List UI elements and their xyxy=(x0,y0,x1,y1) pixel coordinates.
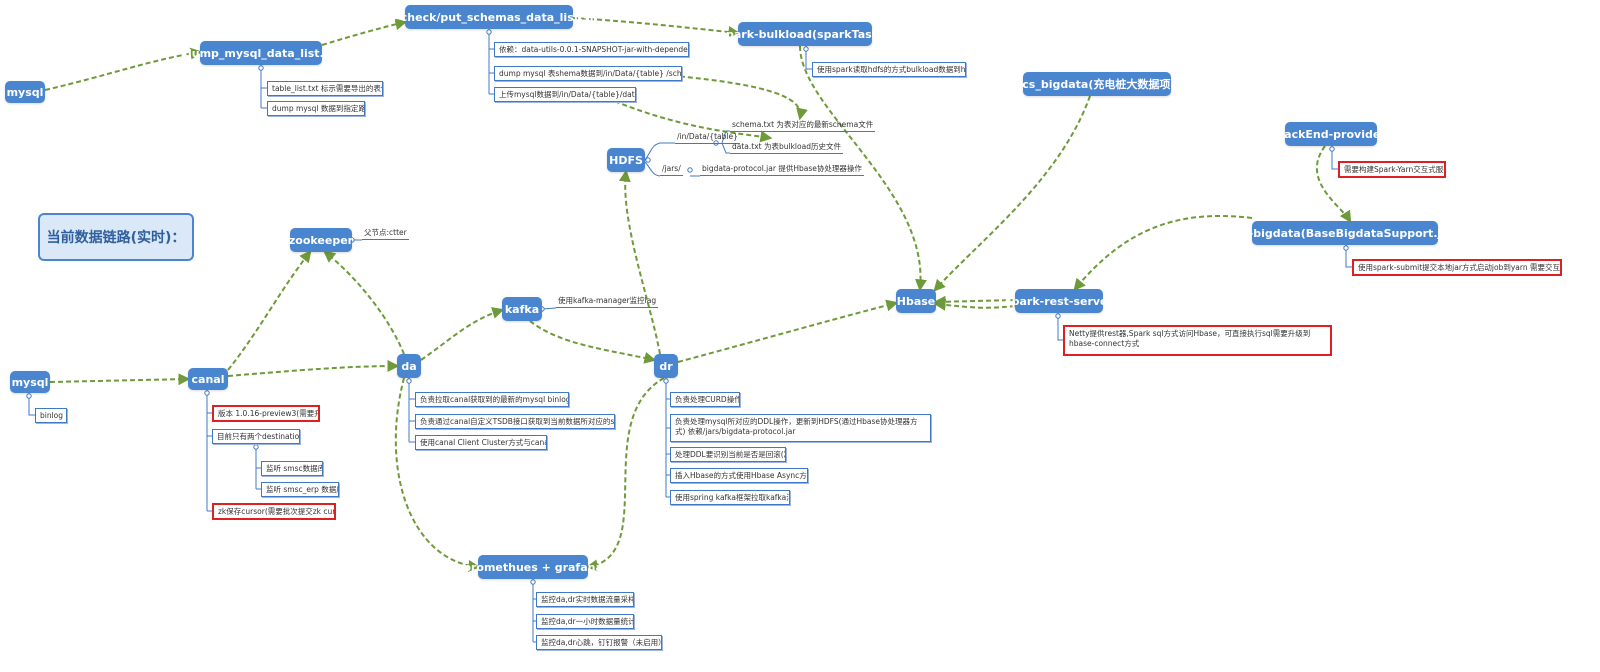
note-dr-ddl: 负责处理mysql所对应的DDL操作，更新到HDFS(通过Hbase协处理器方式… xyxy=(670,414,931,442)
tree-knob-7 xyxy=(204,390,210,396)
edge-evcs-to-hbase xyxy=(933,95,1091,292)
node-backend-provider[interactable]: backEnd-provider xyxy=(1276,122,1386,146)
node-hdfs[interactable]: HDFS xyxy=(607,148,645,172)
tree-knob-2 xyxy=(803,46,809,52)
tree-knob-11 xyxy=(530,579,536,585)
note-core-spark-submit: 使用spark-submit提交本地jar方式启动job到yarn 需要交互式方… xyxy=(1352,259,1562,276)
note-dump-schema: dump mysql 表shema数据到/in/Data/{table} /sc… xyxy=(494,66,682,81)
note-canal-version: 版本 1.0.16-preview3(需要升级) xyxy=(212,405,320,422)
tree-hdfs xyxy=(644,142,675,161)
note-canal-destinations: 目前只有两个destination xyxy=(212,429,300,444)
tree-knob-12 xyxy=(645,157,651,163)
note-dependency-jar: 依赖：data-utils-0.0.1-SNAPSHOT-jar-with-de… xyxy=(494,42,689,57)
label-hdfs-jars: /jars/ xyxy=(660,164,683,176)
note-prom-sampling: 监控da,dr实时数据流量采样 xyxy=(536,592,634,607)
note-da-tsdb-schema: 负责通过canal自定义TSDB接口获取到当前数据所对应的schema xyxy=(415,414,615,429)
note-listen-smsc: 监听 smsc数据库 xyxy=(261,461,323,476)
note-da-canal-client: 使用canal Client Cluster方式与canal交互 xyxy=(415,435,547,450)
edge-da-to-kafka xyxy=(420,307,505,361)
edge-kafka-to-dr xyxy=(529,320,657,364)
edge-mysql-to-canal xyxy=(49,373,191,386)
note-da-pull-binlog: 负责拉取canal获取到的最新的mysql binlog数据 xyxy=(415,392,569,407)
node-db-check-script[interactable]: db-check/put_schemas_data_list.sh xyxy=(380,5,598,29)
node-core-bigdata[interactable]: core-bigdata(BaseBigdataSupport.java) xyxy=(1222,221,1468,245)
tree-hdfs-in2 xyxy=(721,142,730,154)
tree-knob-1 xyxy=(486,29,492,35)
node-prometheus-grafana[interactable]: promethues + grafana xyxy=(463,555,603,579)
label-zk-parent-node: 父节点:ctter xyxy=(362,228,409,240)
label-bigdata-protocol-jar: bigdata-protocol.jar 提供Hbase协处理器操作 xyxy=(700,164,864,176)
note-listen-smsc-erp: 监听 smsc_erp 数据库 xyxy=(261,482,339,497)
tree-knob-9 xyxy=(406,378,412,384)
edge-dbcheck-to-spark xyxy=(572,17,741,38)
note-dr-rollback: 处理DDL要识别当前是否是回滚(冷) xyxy=(670,447,786,462)
label-kafka-manager: 使用kafka-manager监控lag xyxy=(556,296,659,308)
note-table-list: table_list.txt 标示需要导出的表信息 xyxy=(267,81,383,96)
tree-knob-10 xyxy=(663,378,669,384)
edge-canal-to-zookeeper xyxy=(227,250,312,371)
tree-knob-8 xyxy=(253,444,259,450)
node-kafka[interactable]: kafka xyxy=(502,297,542,321)
edge-da-to-zookeeper xyxy=(323,250,405,355)
note-binlog: binlog xyxy=(35,408,67,423)
note-dr-hbase-async: 插入Hbase的方式使用Hbase Async方式 xyxy=(670,468,808,483)
note-dr-spring-kafka: 使用spring kafka框架拉取kafka消息 xyxy=(670,490,790,505)
tree-knob-6 xyxy=(26,393,32,399)
tree-knob-3 xyxy=(1329,146,1335,152)
edge-dr-to-prometheus xyxy=(585,377,665,572)
node-da[interactable]: da xyxy=(397,354,421,378)
note-zk-cursor: zk保存cursor(需要批次提交zk cursor) xyxy=(212,503,336,520)
tree-knob-4 xyxy=(1343,245,1349,251)
tree-knob-0 xyxy=(258,65,264,71)
diagram-title: 当前数据链路(实时)： xyxy=(38,213,194,261)
edge-dump-to-dbcheck xyxy=(321,18,408,46)
node-mysql-binlog-source[interactable]: mysql xyxy=(10,371,50,393)
node-spark-rest-server[interactable]: spark-rest-server xyxy=(1005,289,1113,313)
label-hdfs-in-data: /in/Data/{table} xyxy=(675,132,740,144)
edge-dr-to-hdfs xyxy=(618,169,661,355)
edge-sparkrest-to-hbase xyxy=(933,295,1016,308)
edge-sparkrest-to-hbase-2 xyxy=(933,298,1016,311)
note-spark-read-hdfs: 使用spark读取hdfs的方式bulkload数据到hbase xyxy=(812,62,966,77)
note-prom-hourly: 监控da,dr一小时数据量统计 xyxy=(536,614,634,629)
tree-knob-5 xyxy=(1055,313,1061,319)
note-prom-heartbeat: 监控da,dr心跳，钉钉报警（未启用） xyxy=(536,635,662,650)
note-dump-path: dump mysql 数据到指定路径 xyxy=(267,101,365,116)
node-zookeeper[interactable]: zookeeper xyxy=(289,228,353,252)
note-spark-rest-netty: Netty提供rest器,Spark sql方式访问Hbase，可直接执行sql… xyxy=(1063,325,1332,356)
node-dump-mysql-script[interactable]: dump_mysql_data_list.sh xyxy=(184,41,338,65)
note-dr-curd: 负责处理CURD操作 xyxy=(670,392,740,407)
note-backend-yarn-service: 需要构建Spark-Yarn交互式服务 xyxy=(1338,161,1446,178)
node-mysql-source[interactable]: mysql xyxy=(5,81,45,103)
node-dr[interactable]: dr xyxy=(654,354,678,378)
tree-knob-14 xyxy=(687,167,693,173)
edge-canal-to-da xyxy=(227,360,400,377)
node-hbase[interactable]: Hbase xyxy=(896,289,936,313)
tree-kafka xyxy=(541,307,557,310)
label-schema-txt: schema.txt 为表对应的最新schema文件 xyxy=(730,120,876,132)
node-evcs-bigdata[interactable]: evcs_bigdata(充电桩大数据项目) xyxy=(1008,72,1186,96)
label-data-txt: data.txt 为表bulkload历史文件 xyxy=(730,142,843,154)
tree-hdfs-jars xyxy=(644,161,661,177)
edge-mysql-to-dump xyxy=(44,47,203,91)
edge-backend-to-core xyxy=(1316,145,1352,224)
edge-dr-to-hbase xyxy=(677,299,899,363)
node-canal[interactable]: canal xyxy=(188,368,228,390)
node-spark-bulkload[interactable]: spark-bulkload(sparkTasks) xyxy=(719,22,891,46)
note-upload-data: 上传mysql数据到/in/Data/{table}/data.txt xyxy=(494,87,636,102)
